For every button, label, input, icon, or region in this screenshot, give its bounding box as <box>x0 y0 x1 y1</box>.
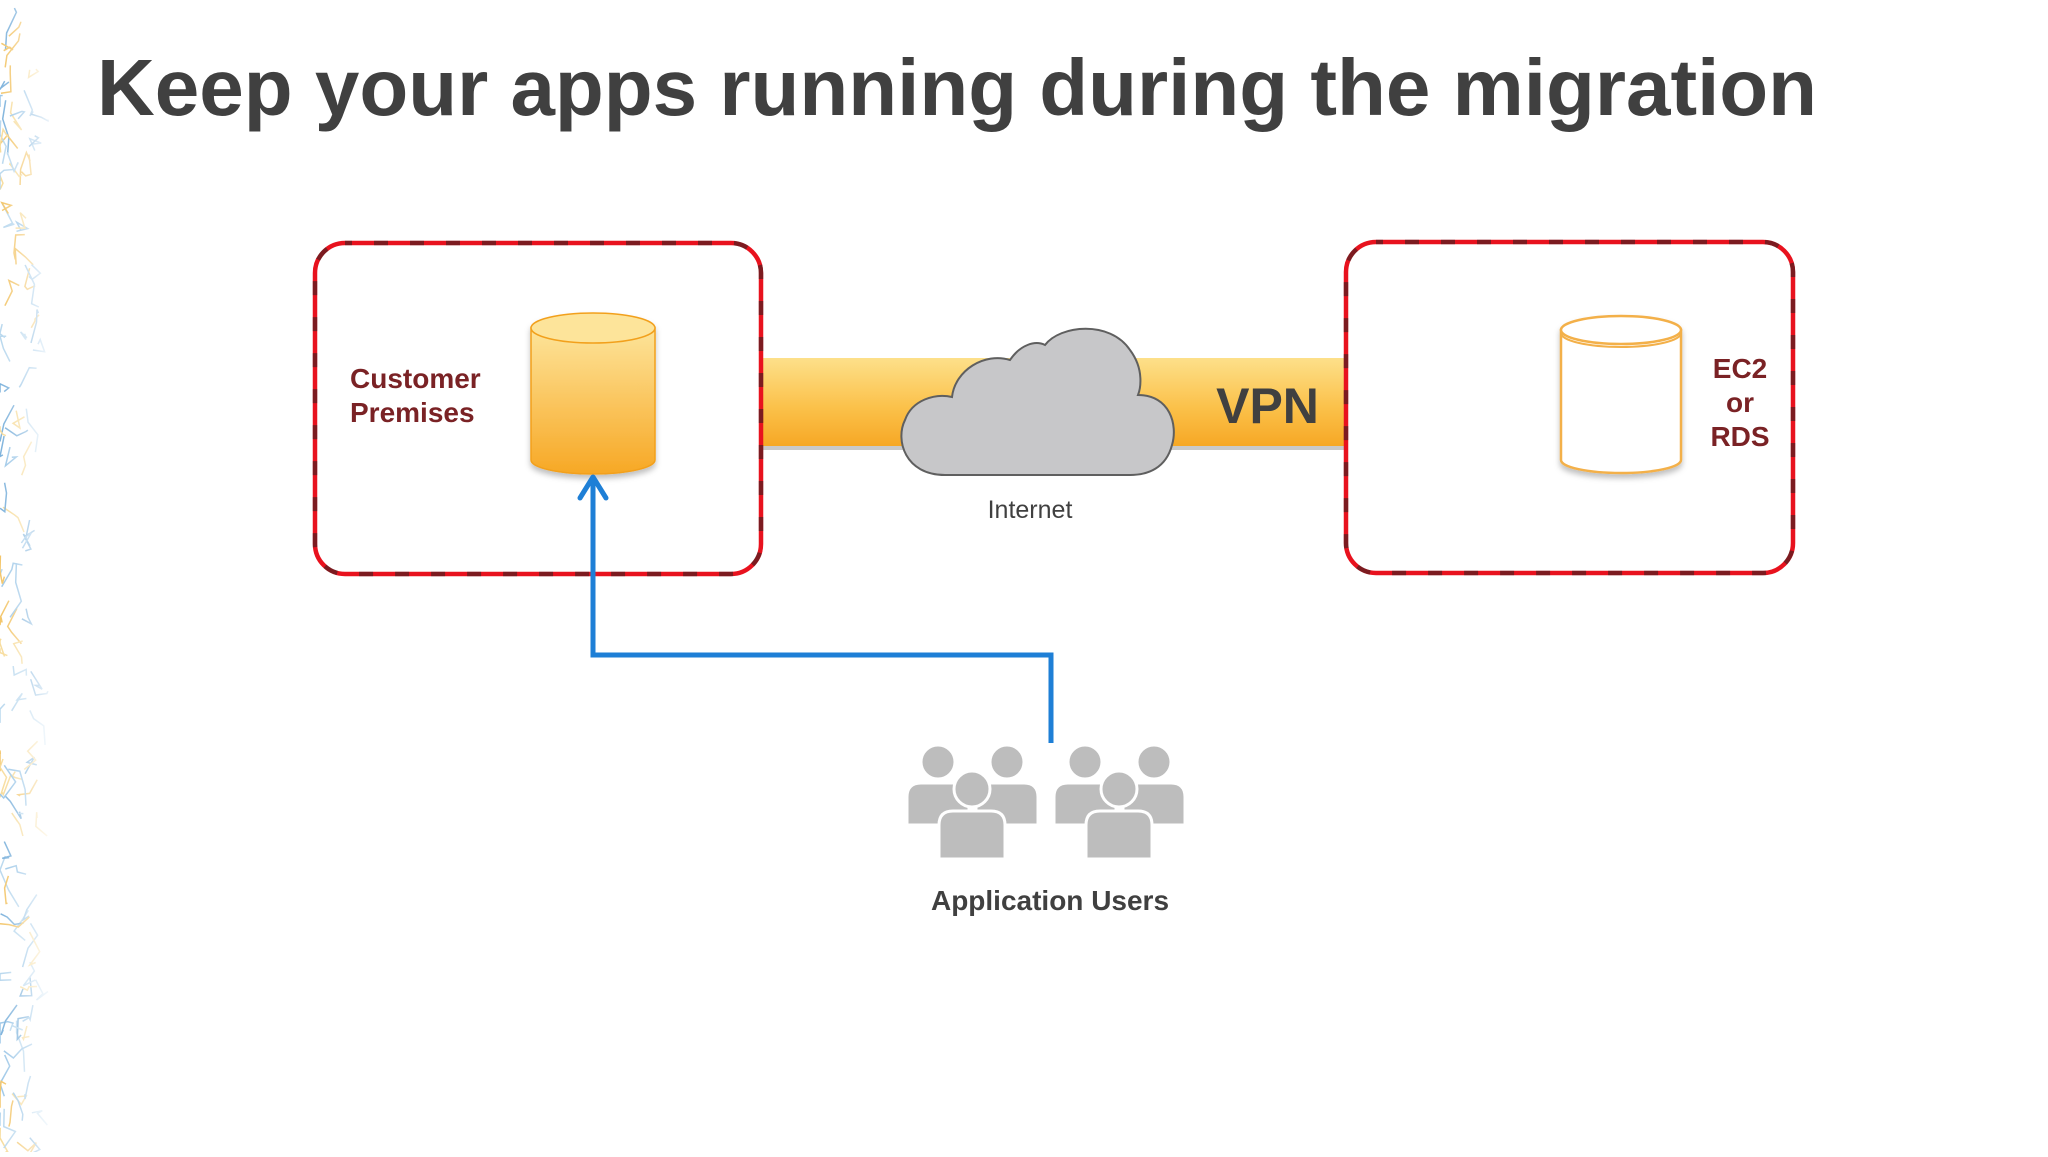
arrow-up-icon <box>577 474 609 501</box>
target-service-label: EC2 or RDS <box>1700 352 1780 454</box>
vpn-label: VPN <box>1216 378 1319 434</box>
internet-label: Internet <box>987 496 1073 524</box>
target-label-or: or <box>1726 387 1754 418</box>
cloud-icon <box>900 327 1175 476</box>
customer-premises-box <box>312 240 764 577</box>
application-users-label: Application Users <box>930 885 1170 916</box>
database-icon <box>530 312 656 475</box>
target-label-rds: RDS <box>1710 421 1770 452</box>
target-label-ec2: EC2 <box>1712 353 1768 384</box>
decorative-side-pattern <box>0 0 50 1152</box>
users-group-icon <box>905 743 1187 861</box>
user-traffic-arrow <box>577 474 1054 743</box>
customer-premises-label: Customer Premises <box>350 363 481 428</box>
slide-title: Keep your apps running during the migrat… <box>97 43 1818 132</box>
empty-database-icon <box>1559 314 1683 475</box>
